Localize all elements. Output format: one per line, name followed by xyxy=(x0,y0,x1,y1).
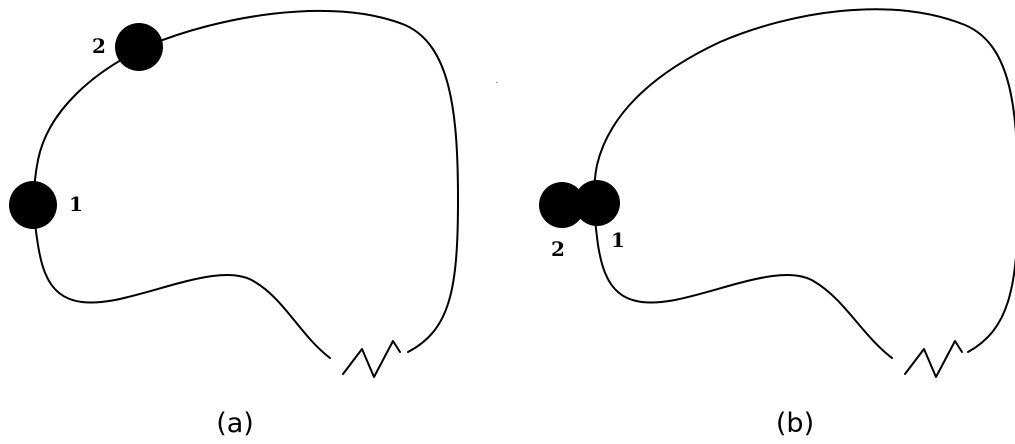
panel-b-bead-1-label: 1 xyxy=(611,228,625,252)
panel-a: 1 2 (a) xyxy=(9,9,459,439)
panel-a-loop-curve xyxy=(32,9,459,359)
panel-b-bead-2-label: 2 xyxy=(551,237,565,261)
panel-b-loop-curve xyxy=(593,8,1015,359)
panel-a-bead-2 xyxy=(115,23,163,71)
panel-b-caption: (b) xyxy=(776,408,814,439)
panel-a-bead-1-label: 1 xyxy=(69,192,83,216)
panel-a-bead-2-label: 2 xyxy=(92,34,106,58)
panel-a-bead-1 xyxy=(9,181,57,229)
panel-b-bead-2 xyxy=(539,182,585,228)
panel-a-caption: (a) xyxy=(216,408,254,439)
panel-b-bead-1 xyxy=(574,180,620,226)
panel-a-zigzag-break xyxy=(342,340,401,378)
scan-speck xyxy=(496,82,498,83)
panel-b: 2 1 (b) xyxy=(539,8,1015,439)
panel-b-zigzag-break xyxy=(904,340,963,378)
